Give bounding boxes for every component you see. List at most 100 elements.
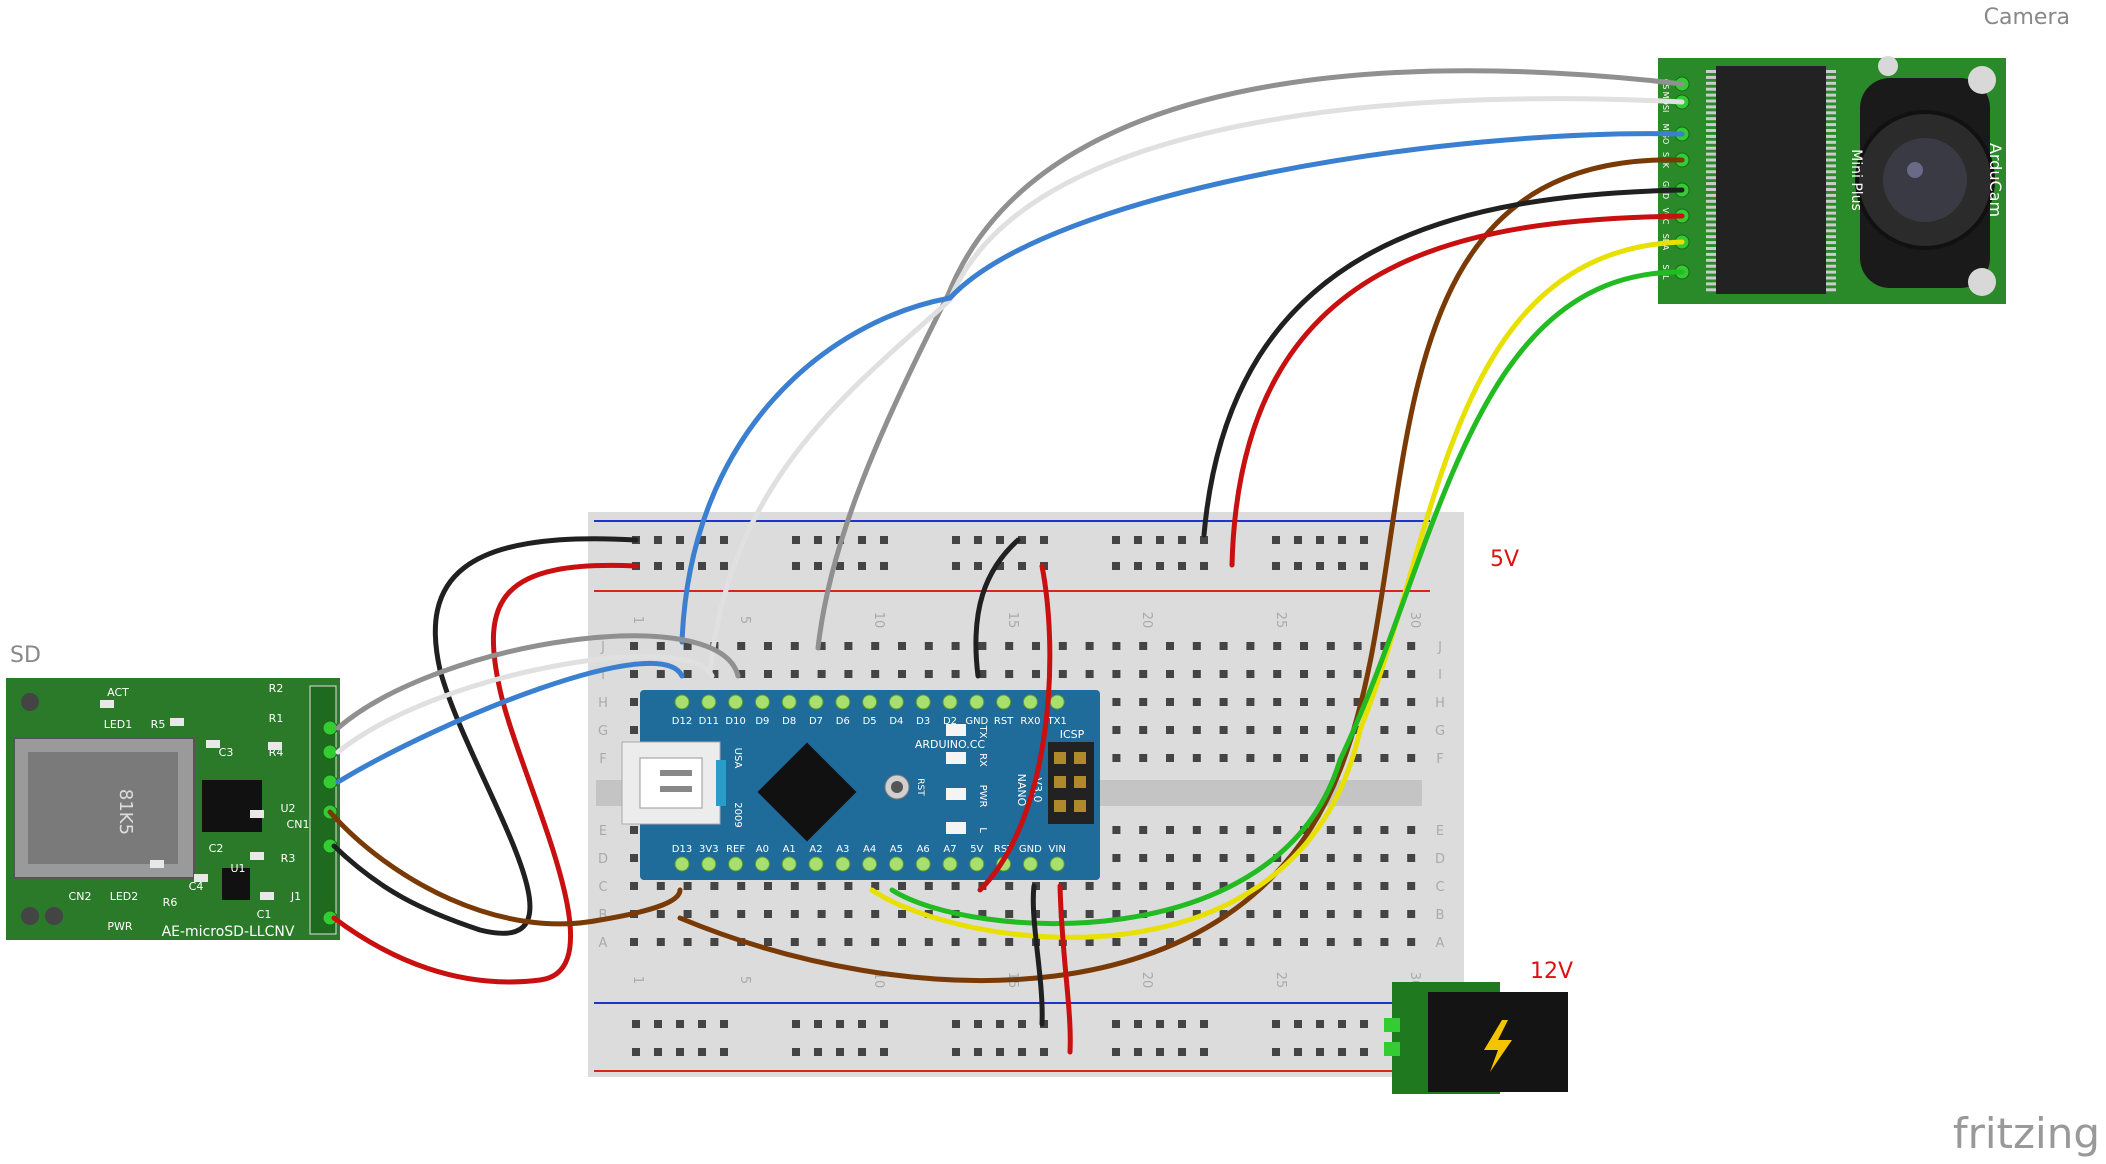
chip-leg [1826,182,1836,186]
breadboard-hole [1326,754,1335,762]
breadboard-hole [1326,826,1335,834]
rail-hole [792,562,800,570]
icsp-pins [1054,752,1086,812]
breadboard-hole [1353,910,1362,918]
sd-header-pin [322,744,338,760]
icsp-pin [1074,752,1086,764]
breadboard-hole [1192,698,1201,706]
chip-leg [1826,199,1836,203]
chip-leg [1706,87,1716,91]
breadboard-hole [1166,726,1174,734]
breadboard-hole [1139,854,1148,862]
rail-hole [1018,536,1026,544]
chip-leg [1826,241,1836,245]
sd-part-label: C3 [219,746,234,759]
breadboard-hole [1112,938,1121,946]
breadboard-hole [764,882,772,890]
chip-leg [1826,117,1836,121]
nano-pin-label: D10 [725,716,745,727]
wire-white-cam-mosi [707,96,1685,675]
breadboard-hole [1273,826,1282,834]
icsp-pin [1054,776,1066,788]
nano-pin-label: REF [726,844,745,855]
nano-pin [808,694,824,710]
rail-hole [814,1020,822,1028]
row-letter: H [598,696,608,711]
icsp-pin [1074,776,1086,788]
jack-pin [1384,1018,1400,1032]
sd-header-pin [322,720,338,736]
nano-pin [1022,694,1038,710]
rail-hole [880,1020,888,1028]
breadboard-hole [683,910,692,918]
mount-hole [1968,268,1996,296]
smd-component [150,860,164,868]
jack-pin [1384,1042,1400,1056]
breadboard-hole [683,642,692,650]
rail-hole [654,562,662,570]
breadboard-hole [951,670,960,678]
chip-leg [1826,217,1836,221]
nano-led [946,788,966,800]
breadboard-hole [683,882,692,890]
nano-pin [701,694,717,710]
breadboard-hole [764,938,772,946]
nano-pin-label: TX1 [1047,716,1067,727]
breadboard-hole [1246,910,1255,918]
rail-hole [1178,1020,1186,1028]
smd-component [170,718,184,726]
rail-hole [632,1020,640,1028]
chip-leg [1706,229,1716,233]
camera-brand: ArduCam [1986,143,2005,217]
rail-hole [996,562,1004,570]
sd-part-label: R1 [269,712,284,725]
breadboard-hole [1192,938,1201,946]
rail-hole [1018,1020,1026,1028]
camera-label: Camera [1984,5,2070,30]
breadboard-hole [737,882,746,890]
breadboard-hole [1407,882,1416,890]
rail-hole [792,1048,800,1056]
breadboard-hole [1326,726,1335,734]
breadboard-hole [1407,698,1416,706]
breadboard-hole [1192,910,1201,918]
nano-pin-label: A7 [943,844,956,855]
sd-part-label: C1 [257,908,272,921]
breadboard-hole [1005,938,1014,946]
rail-hole [952,1048,960,1056]
fritzing-brand: fritzing [1953,1109,2100,1158]
breadboard-hole [817,938,826,946]
nano-pin-label: A3 [836,844,849,855]
row-letter: J [1437,640,1442,655]
nano-led [946,822,966,834]
reset-button-cap [891,781,903,793]
rail-hole [676,562,684,570]
breadboard-hole [1300,670,1308,678]
breadboard-hole [1380,642,1389,650]
dc-power-jack [1384,982,1568,1094]
icsp-pin [1054,800,1066,812]
rail-hole [1156,536,1164,544]
nano-pin [969,694,985,710]
breadboard-hole [951,938,960,946]
chip-leg [1706,247,1716,250]
breadboard-hole [683,938,692,946]
nano-pin [942,694,958,710]
rail-hole [1294,1048,1302,1056]
chip-leg [1826,223,1836,227]
breadboard-hole [1032,642,1040,650]
breadboard-hole [1192,726,1201,734]
nano-pin [969,856,985,872]
mount-hole [21,693,39,711]
breadboard-hole [1112,642,1121,650]
column-number: 15 [1005,612,1020,629]
breadboard-hole [656,882,665,890]
chip-leg [1826,211,1836,215]
row-letter: D [1435,852,1445,867]
rail-hole [698,562,706,570]
nano-led [946,724,966,736]
chip-leg [1826,282,1836,286]
breadboard-hole [1246,754,1255,762]
nano-pin-label: RST [994,844,1014,855]
